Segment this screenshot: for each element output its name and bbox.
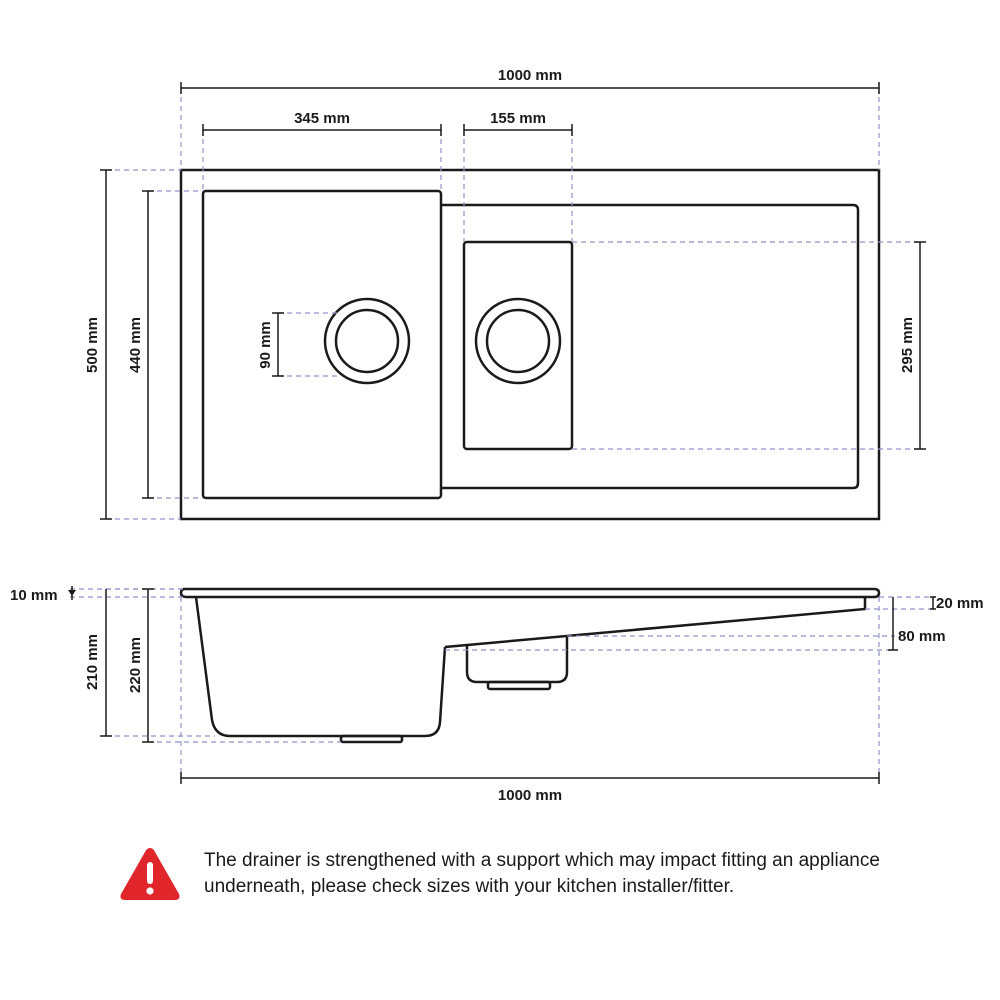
sink-outline xyxy=(179,168,881,521)
half-waste-inner xyxy=(485,308,551,374)
bowl-depth-overall-label: 220 mm xyxy=(127,637,144,693)
rim-thickness-label: 10 mm xyxy=(10,587,58,604)
half-waste-profile xyxy=(486,680,552,691)
overall-depth-label: 500 mm xyxy=(84,317,101,373)
main-waste-outer xyxy=(323,297,411,385)
drainer-profile xyxy=(444,597,867,649)
main-waste-profile xyxy=(339,734,404,744)
drainer-edge-label: 20 mm xyxy=(936,595,984,612)
notice-text: The drainer is strengthened with a suppo… xyxy=(204,850,880,897)
sink-rim-profile xyxy=(179,587,881,599)
bowl-width-label: 345 mm xyxy=(294,110,350,127)
waste-diameter-label: 90 mm xyxy=(257,321,274,369)
bowl-depth-inner-label: 210 mm xyxy=(84,634,101,690)
top-view: 1000 mm 345 mm 155 mm 500 mm 440 mm xyxy=(84,67,926,521)
bowl-depth-label: 440 mm xyxy=(127,317,144,373)
half-bowl-depth-side-label: 80 mm xyxy=(898,628,946,645)
main-bowl xyxy=(201,189,443,500)
main-waste-inner xyxy=(334,308,400,374)
half-bowl xyxy=(462,240,574,451)
warning-triangle-icon xyxy=(120,848,180,900)
half-bowl-width-label: 155 mm xyxy=(490,110,546,127)
half-bowl-depth-label: 295 mm xyxy=(899,317,916,373)
overall-width-label: 1000 mm xyxy=(498,67,562,84)
drainer-area xyxy=(441,203,860,490)
support-notice: The drainer is strengthened with a suppo… xyxy=(118,844,918,914)
side-overall-width-label: 1000 mm xyxy=(498,787,562,804)
side-view: 10 mm 210 mm 220 mm 20 mm 80 mm 1000 mm xyxy=(10,586,984,804)
half-waste-outer xyxy=(474,297,562,385)
main-bowl-profile xyxy=(194,596,447,738)
